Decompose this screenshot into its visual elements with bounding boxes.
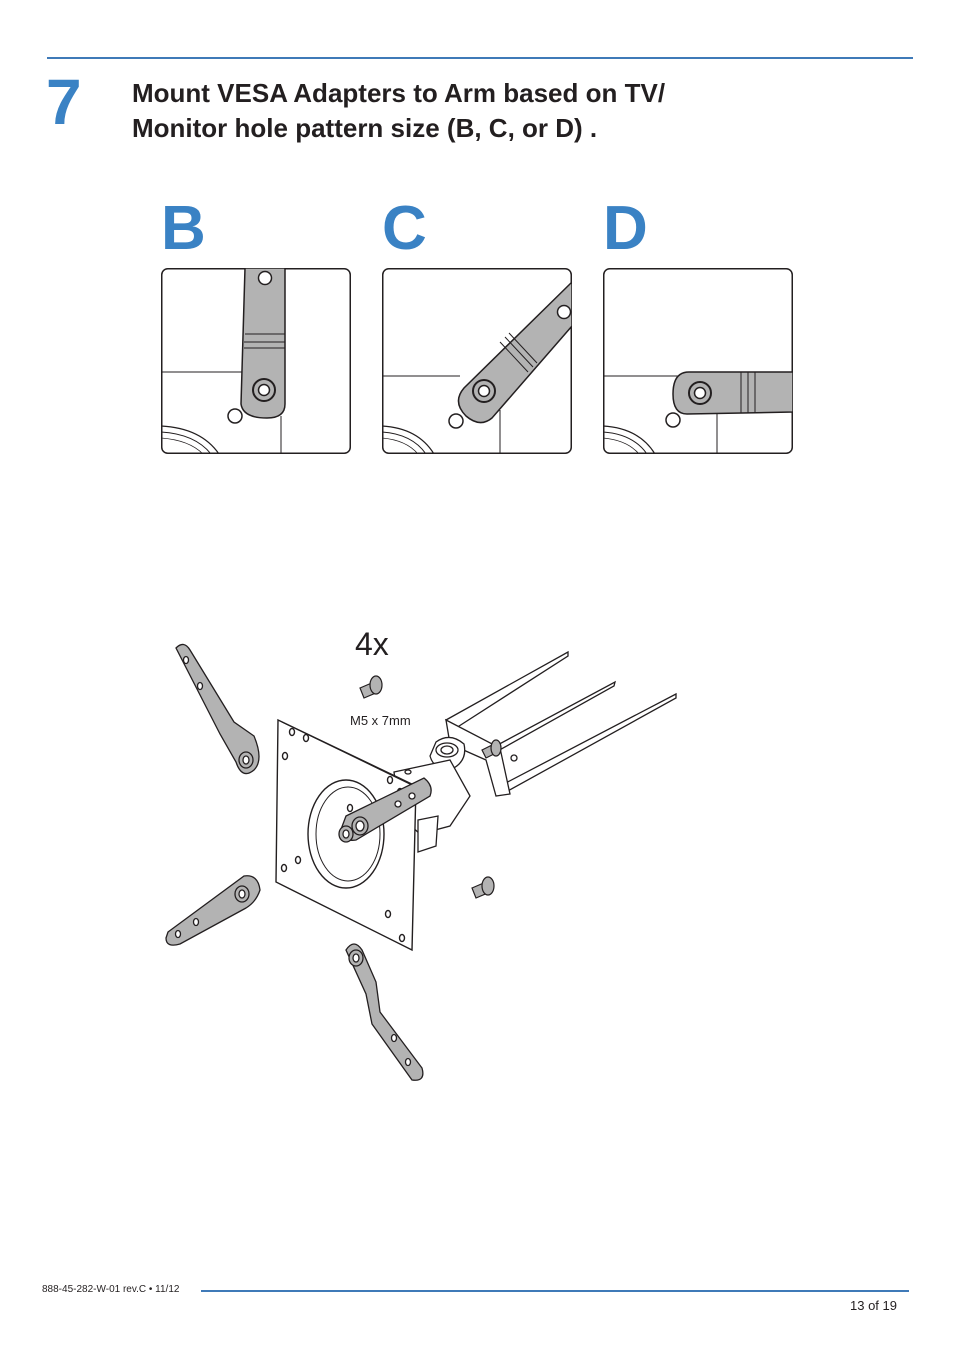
attached-adapter [338, 777, 432, 843]
step-title-line2: Monitor hole pattern size (B, C, or D) . [132, 113, 598, 143]
arm-screw-icon [481, 739, 502, 759]
assembly-illustration [165, 643, 677, 1081]
variant-c: C [382, 198, 574, 454]
step-title-line1: Mount VESA Adapters to Arm based on TV/ [132, 78, 666, 108]
screw-quantity: 4x [355, 626, 389, 662]
page-number: 13 of 19 [850, 1298, 897, 1313]
monitor-arm [393, 650, 677, 853]
variant-d: D [603, 198, 795, 454]
variant-b-letter: B [161, 194, 206, 263]
variant-c-letter: C [382, 194, 427, 263]
loose-adapter-bottom-left [165, 875, 261, 946]
loose-screw-icon [471, 876, 495, 899]
variant-d-letter: D [603, 194, 648, 263]
document-id: 888-45-282-W-01 rev.C • 11/12 [42, 1284, 180, 1295]
loose-adapter-top-left [175, 643, 260, 775]
top-rule [47, 57, 913, 59]
footer-rule [201, 1290, 909, 1292]
screw-spec: M5 x 7mm [350, 713, 411, 728]
variant-d-detail-illustration [603, 268, 793, 454]
variant-c-detail-illustration [382, 268, 572, 454]
step-number: 7 [46, 66, 82, 138]
variant-b-detail-illustration [161, 268, 351, 454]
loose-adapter-bottom [345, 943, 424, 1081]
legend-screw-icon [359, 675, 383, 699]
step-title: Mount VESA Adapters to Arm based on TV/ … [132, 76, 732, 146]
variant-b: B [161, 198, 353, 454]
